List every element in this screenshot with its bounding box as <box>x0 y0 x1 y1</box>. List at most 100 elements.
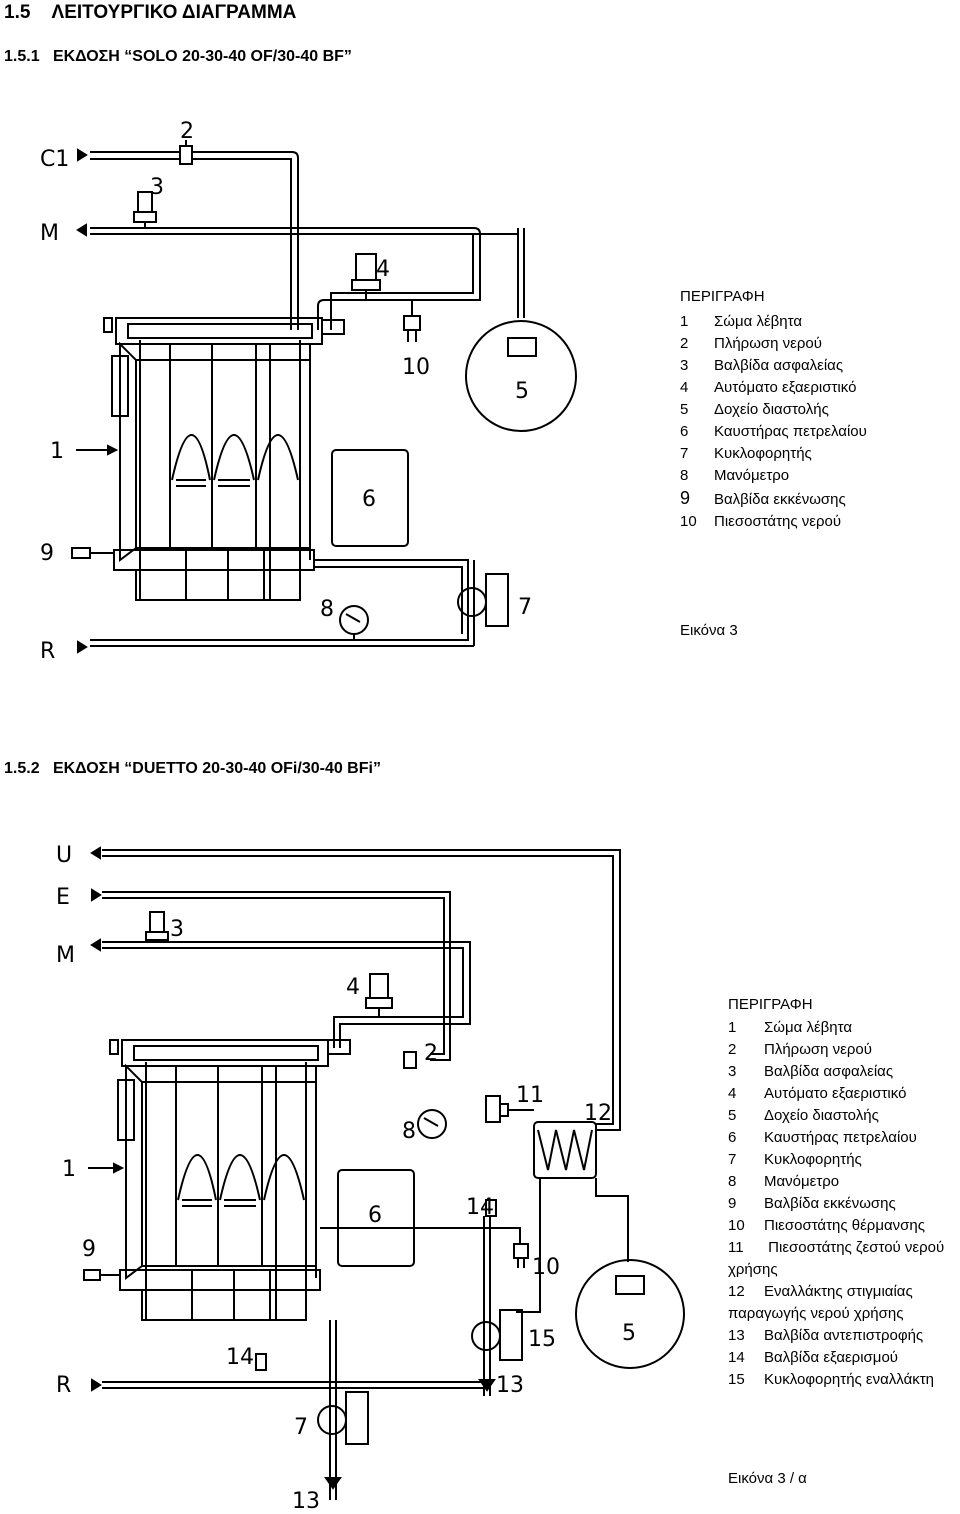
legend-2-title: ΠΕΡΙΓΡΑΦΗ <box>728 996 813 1013</box>
exchanger-pump-15 <box>471 1321 501 1351</box>
label-6b: 6 <box>368 1203 382 1228</box>
label-3: 3 <box>150 175 164 200</box>
label-6: 6 <box>362 487 376 512</box>
arrow-r-icon <box>77 640 88 654</box>
heat-exchanger-12 <box>533 1121 597 1179</box>
label-r: R <box>40 639 55 664</box>
figure-2-caption: Εικόνα 3 / α <box>728 1470 807 1487</box>
expansion-tank-5b <box>575 1259 685 1369</box>
pipe-c1-inner <box>90 158 292 330</box>
label-m: M <box>40 221 59 246</box>
expansion-tank-5 <box>465 320 577 432</box>
figure-1-caption: Εικόνα 3 <box>680 622 738 639</box>
label-m2: M <box>56 943 75 968</box>
subsection-2-number: 1.5.2 <box>4 760 40 777</box>
pipe-m-inner <box>90 233 474 330</box>
label-12: 12 <box>584 1101 612 1126</box>
label-1: 1 <box>50 439 64 464</box>
label-10b: 10 <box>532 1255 560 1280</box>
air-vent-4b-icon <box>369 973 389 999</box>
label-3b: 3 <box>170 917 184 942</box>
pressure-switch-10b-icon <box>513 1243 529 1259</box>
label-5b: 5 <box>622 1321 636 1346</box>
vent-14b-icon <box>255 1353 267 1371</box>
burner-6 <box>331 449 409 547</box>
subsection-1-heading: 1.5.1 ΕΚΔΟΣΗ “SOLO 20-30-40 OF/30-40 BF” <box>4 48 352 66</box>
subsection-1-title: ΕΚΔΟΣΗ “SOLO 20-30-40 OF/30-40 BF” <box>52 48 352 65</box>
label-e: E <box>56 885 70 910</box>
pipe-return <box>90 559 469 641</box>
arrow-r2-icon <box>91 1378 102 1392</box>
arrow-m2-icon <box>90 938 101 952</box>
label-8b: 8 <box>402 1119 416 1144</box>
pressure-switch-10-icon <box>403 315 421 331</box>
safety-valve-3b-icon <box>149 911 165 933</box>
label-8: 8 <box>320 597 334 622</box>
label-15: 15 <box>528 1327 556 1352</box>
subsection-1-number: 1.5.1 <box>4 48 40 65</box>
label-7b: 7 <box>294 1415 308 1440</box>
burner-6b <box>337 1169 415 1267</box>
pipe-u <box>102 849 621 1131</box>
section-heading: 1.5 ΛΕΙΤΟΥΡΓΙΚΟ ΔΙΑΓΡΑΜΜΑ <box>4 2 296 24</box>
label-9b: 9 <box>82 1237 96 1262</box>
label-5: 5 <box>515 379 529 404</box>
label-4b: 4 <box>346 975 360 1000</box>
label-14b: 14 <box>226 1345 254 1370</box>
label-9: 9 <box>40 541 54 566</box>
legend-1-title: ΠΕΡΙΓΡΑΦΗ <box>680 288 765 305</box>
pipe-e <box>102 891 451 1061</box>
subsection-2-title: ΕΚΔΟΣΗ “DUETTO 20-30-40 OFi/30-40 BFi” <box>52 760 381 777</box>
boiler-body-1b <box>109 1039 351 1321</box>
drain-valve-9-icon <box>71 547 91 559</box>
label-2: 2 <box>180 119 194 144</box>
label-2b: 2 <box>424 1041 438 1066</box>
section-number: 1.5 <box>4 2 31 23</box>
arrow-c1-icon <box>77 148 88 162</box>
manometer-8b <box>417 1109 447 1139</box>
label-10: 10 <box>402 355 430 380</box>
arrow-e-icon <box>91 888 102 902</box>
label-13b: 13 <box>292 1489 320 1514</box>
pipe-m <box>90 227 481 330</box>
legend-item: 11 Πιεσοστάτης ζεστού νερού χρήσης <box>728 1239 945 1278</box>
label-13a: 13 <box>496 1373 524 1398</box>
circulator-7b <box>317 1405 347 1435</box>
check-valve-13b-icon <box>324 1477 342 1490</box>
boiler-body-1 <box>103 317 345 601</box>
label-7: 7 <box>518 595 532 620</box>
label-c1: C1 <box>40 147 69 172</box>
pipe-c1 <box>90 151 299 330</box>
arrow-m-icon <box>76 223 87 237</box>
label-1b: 1 <box>62 1157 76 1182</box>
section-title: ΛΕΙΤΟΥΡΓΙΚΟ ΔΙΑΓΡΑΜΜΑ <box>51 2 297 23</box>
fill-valve-2b-icon <box>403 1051 417 1069</box>
pipe-m2 <box>102 941 471 1048</box>
label-u: U <box>56 843 72 868</box>
